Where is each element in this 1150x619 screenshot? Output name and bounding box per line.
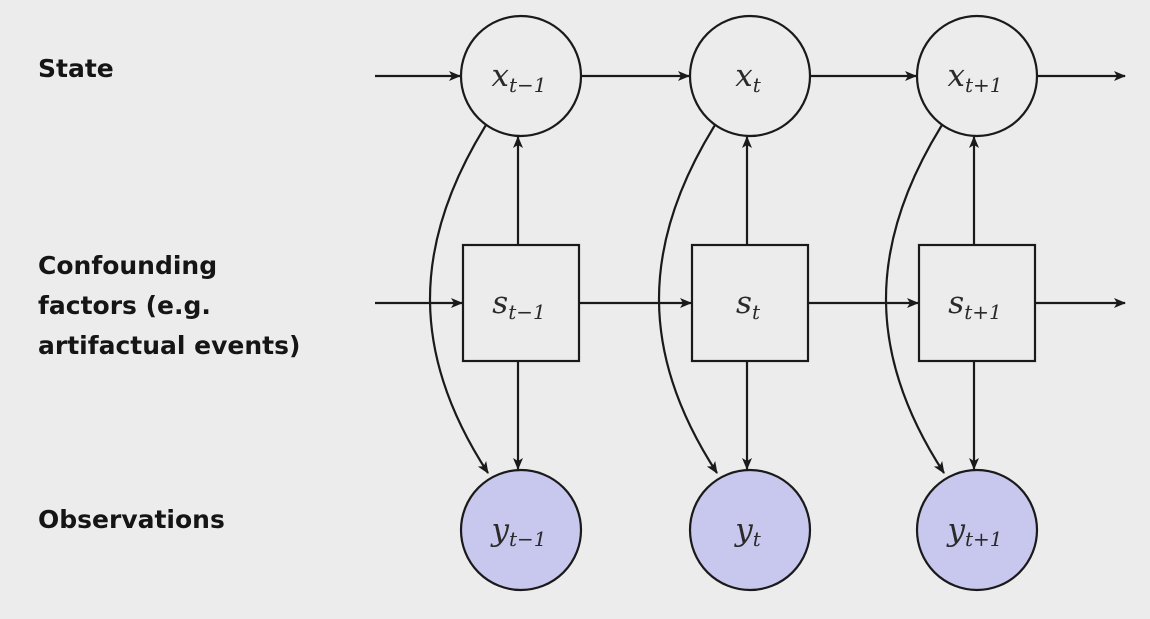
state-node-label-3-subscript: t+1 <box>965 73 1003 97</box>
state-node-1: xt−1 <box>459 14 583 138</box>
state-node-circle-2 <box>688 14 812 138</box>
confound-node-label-1-base: s <box>492 285 508 321</box>
observation-node-3: yt+1 <box>915 468 1039 592</box>
confound-node-box-3 <box>917 243 1037 363</box>
observation-node-circle-3 <box>915 468 1039 592</box>
confound-node-2: st <box>690 243 810 363</box>
state-node-label-1-subscript: t−1 <box>509 73 547 97</box>
observation-node-label-2: yt <box>733 512 762 551</box>
observation-node-circle-1 <box>459 468 583 592</box>
state-node-circle-3 <box>915 14 1039 138</box>
state-to-observation-arrow-3 <box>884 124 945 474</box>
state-to-observation-arrow-2 <box>657 124 718 474</box>
state-to-observation-arrow-1 <box>428 124 489 474</box>
confound-node-label-2-subscript: t <box>752 300 761 324</box>
row-label-state: State <box>38 54 114 83</box>
observation-node-circle-2 <box>688 468 812 592</box>
observation-node-label-1-subscript: t−1 <box>509 527 547 551</box>
state-node-circle-1 <box>459 14 583 138</box>
state-node-2: xt <box>688 14 812 138</box>
row-label-confounding: Confounding factors (e.g. artifactual ev… <box>38 246 300 366</box>
confound-node-box-1 <box>461 243 581 363</box>
confound-node-label-2: st <box>736 285 761 324</box>
observation-node-label-3-base: y <box>945 512 965 548</box>
state-node-label-1-base: x <box>491 58 509 94</box>
state-node-3: xt+1 <box>915 14 1039 138</box>
confound-node-label-3-base: s <box>948 285 964 321</box>
confound-node-label-3-subscript: t+1 <box>964 300 1002 324</box>
confound-node-3: st+1 <box>917 243 1037 363</box>
state-node-label-2-subscript: t <box>753 73 762 97</box>
edges <box>375 71 1126 474</box>
confound-node-box-2 <box>690 243 810 363</box>
confound-node-label-1-subscript: t−1 <box>508 300 546 324</box>
observation-node-label-3-subscript: t+1 <box>965 527 1003 551</box>
state-node-label-1: xt−1 <box>491 58 546 97</box>
row-label-confounding-line-2: factors (e.g. <box>38 291 211 320</box>
observation-node-label-2-base: y <box>733 512 753 548</box>
observation-node-label-2-subscript: t <box>753 527 762 551</box>
row-label-confounding-line-1: Confounding <box>38 251 218 280</box>
confound-node-label-2-base: s <box>736 285 752 321</box>
confound-node-label-1: st−1 <box>492 285 545 324</box>
state-node-label-2-base: x <box>735 58 753 94</box>
state-node-label-3-base: x <box>947 58 965 94</box>
observation-node-label-1-base: y <box>489 512 509 548</box>
observation-node-label-3: yt+1 <box>945 512 1002 551</box>
row-label-observations: Observations <box>38 505 225 534</box>
observation-node-label-1: yt−1 <box>489 512 546 551</box>
confound-node-1: st−1 <box>461 243 581 363</box>
observation-node-1: yt−1 <box>459 468 583 592</box>
confound-node-label-3: st+1 <box>948 285 1001 324</box>
row-label-confounding-line-3: artifactual events) <box>38 331 301 360</box>
state-node-label-2: xt <box>735 58 761 97</box>
state-node-label-3: xt+1 <box>947 58 1002 97</box>
observation-node-2: yt <box>688 468 812 592</box>
